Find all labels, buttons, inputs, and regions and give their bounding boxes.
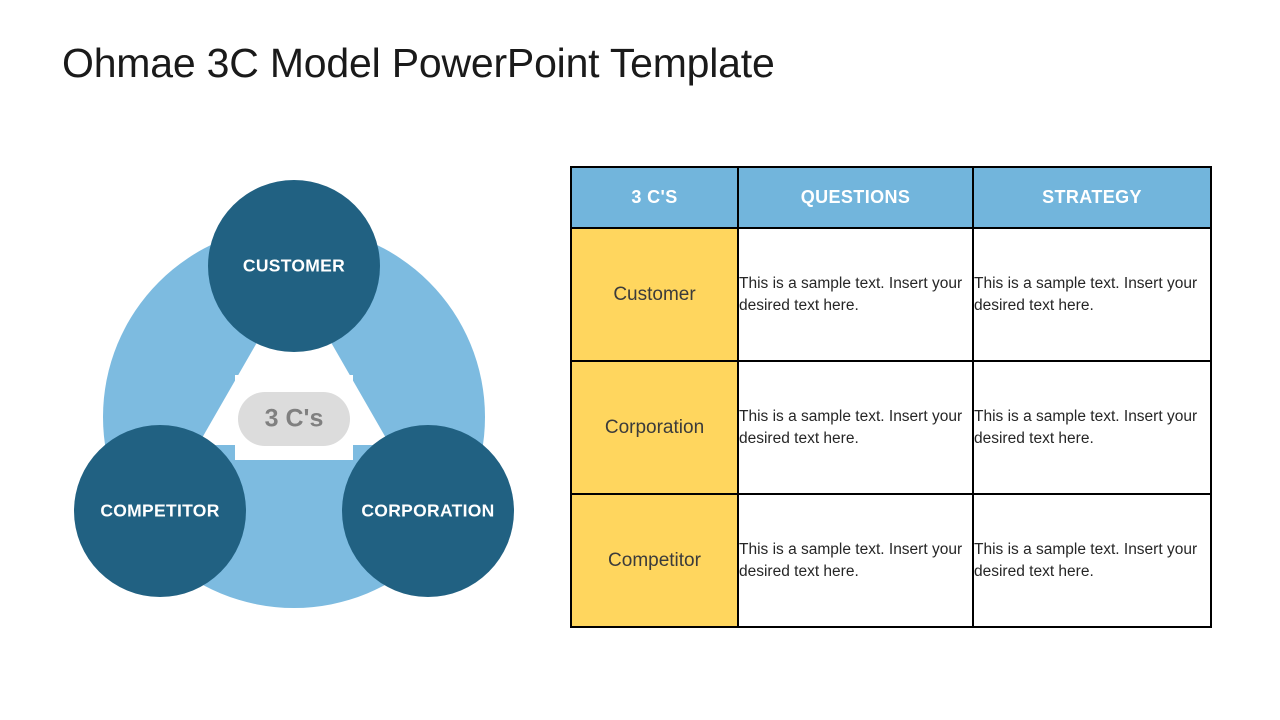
center-badge: 3 C's: [238, 392, 350, 446]
node-competitor-label: COMPETITOR: [100, 501, 219, 521]
node-corporation-label: CORPORATION: [361, 501, 494, 521]
row-questions-corporation[interactable]: This is a sample text. Insert your desir…: [737, 360, 974, 495]
table-header-row: 3 C'S QUESTIONS STRATEGY: [570, 166, 1212, 229]
column-header-questions: QUESTIONS: [737, 166, 974, 229]
row-category-customer: Customer: [570, 227, 739, 362]
row-questions-customer[interactable]: This is a sample text. Insert your desir…: [737, 227, 974, 362]
node-competitor-circle[interactable]: COMPETITOR: [74, 425, 246, 597]
node-customer-circle[interactable]: CUSTOMER: [208, 180, 380, 352]
node-customer-label: CUSTOMER: [243, 256, 345, 276]
row-category-competitor: Competitor: [570, 493, 739, 628]
row-strategy-customer[interactable]: This is a sample text. Insert your desir…: [972, 227, 1212, 362]
node-corporation-circle[interactable]: CORPORATION: [342, 425, 514, 597]
row-category-corporation: Corporation: [570, 360, 739, 495]
ohmae-3c-diagram: CUSTOMER COMPETITOR CORPORATION 3 C's: [60, 160, 540, 630]
column-header-3cs: 3 C'S: [570, 166, 739, 229]
row-strategy-competitor[interactable]: This is a sample text. Insert your desir…: [972, 493, 1212, 628]
table-row: Corporation This is a sample text. Inser…: [570, 360, 1212, 495]
three-c-table: 3 C'S QUESTIONS STRATEGY Customer This i…: [570, 166, 1212, 628]
center-badge-label: 3 C's: [265, 405, 324, 433]
page-title: Ohmae 3C Model PowerPoint Template: [62, 40, 775, 86]
row-strategy-corporation[interactable]: This is a sample text. Insert your desir…: [972, 360, 1212, 495]
table-row: Competitor This is a sample text. Insert…: [570, 493, 1212, 628]
column-header-strategy: STRATEGY: [972, 166, 1212, 229]
table-row: Customer This is a sample text. Insert y…: [570, 227, 1212, 362]
row-questions-competitor[interactable]: This is a sample text. Insert your desir…: [737, 493, 974, 628]
